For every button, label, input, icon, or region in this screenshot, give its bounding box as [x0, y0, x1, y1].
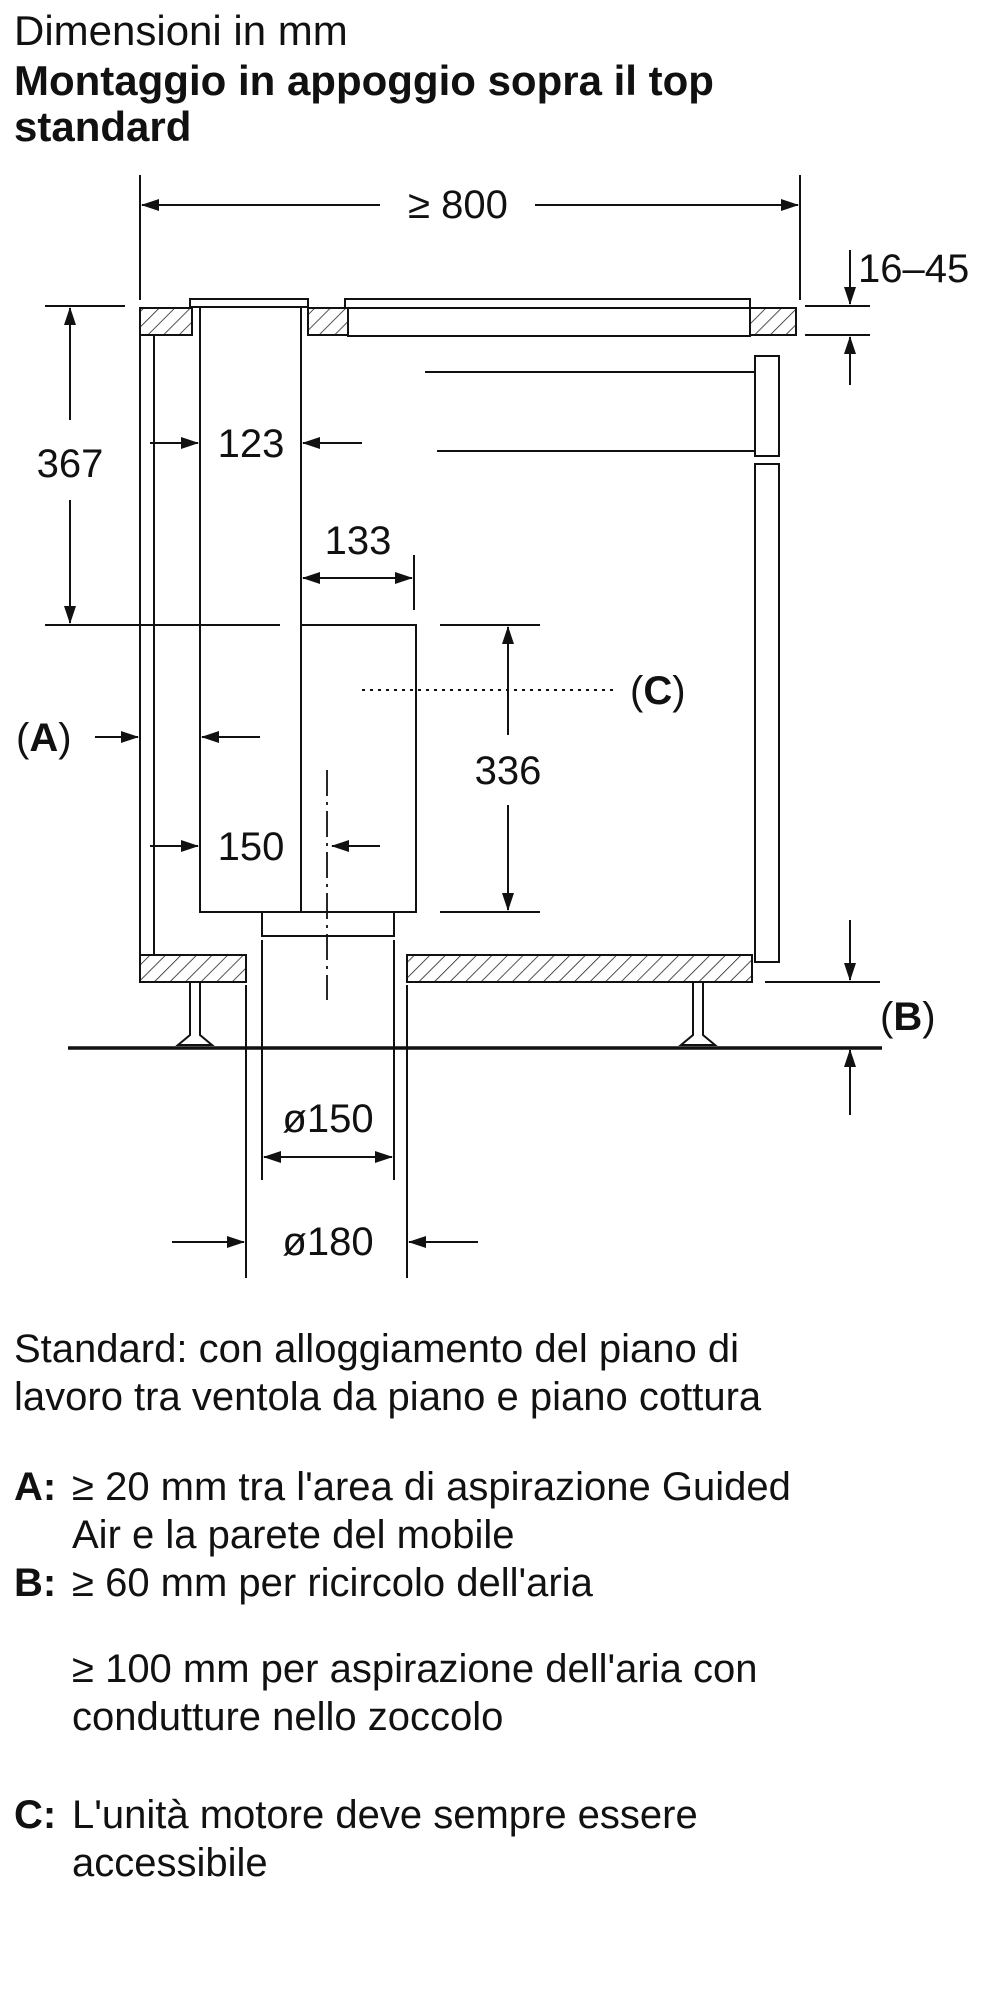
diagram-title-line2: standard [14, 103, 192, 150]
note-a: A: ≥ 20 mm tra l'area di aspirazione Gui… [14, 1463, 984, 1559]
cooktop-glass-top [344, 298, 751, 309]
note-b-extra: ≥ 100 mm per aspirazione dell'aria con c… [14, 1645, 984, 1741]
worktop-right [749, 307, 797, 336]
callout-b: (B) [880, 995, 936, 1039]
note-a-line2: Air e la parete del mobile [72, 1513, 515, 1557]
dim-367-label: 367 [37, 442, 104, 486]
dim-worktop-thickness-label: 16–45 [858, 247, 969, 291]
dim-150-label: 150 [218, 825, 285, 869]
dim-dia150-label: ø150 [282, 1097, 373, 1141]
diagram-title-line1: Montaggio in appoggio sopra il top [14, 57, 714, 104]
note-b2-line1: ≥ 100 mm per aspirazione dell'aria con [72, 1647, 758, 1691]
drawer-front [754, 355, 780, 457]
motor-outlet [261, 911, 395, 937]
callout-a: (A) [16, 716, 72, 760]
standard-description-line1: Standard: con alloggiamento del piano di [14, 1327, 739, 1371]
cabinet-leg-right [678, 981, 718, 1046]
dim-dia180-label: ø180 [282, 1220, 373, 1264]
note-b-key: B: [14, 1561, 57, 1605]
standard-description-line2: lavoro tra ventola da piano e piano cott… [14, 1375, 762, 1419]
note-b: B: ≥ 60 mm per ricircolo dell'aria [14, 1559, 984, 1607]
worktop-left [139, 307, 193, 336]
note-c-key: C: [14, 1793, 57, 1837]
diagram-title-units: Dimensioni in mm [14, 7, 348, 54]
note-b-line1: ≥ 60 mm per ricircolo dell'aria [72, 1561, 593, 1605]
cabinet-door [754, 463, 780, 963]
note-a-key: A: [14, 1465, 57, 1509]
note-a-line1: ≥ 20 mm tra l'area di aspirazione Guided [72, 1465, 791, 1509]
cabinet-leg-left [175, 981, 215, 1046]
cooktop-panel [347, 305, 751, 337]
cabinet-wall-left [139, 334, 155, 956]
note-c-line1: L'unità motore deve sempre essere [72, 1793, 698, 1837]
duct-column [199, 306, 302, 913]
dim-123-label: 123 [218, 422, 285, 466]
note-b2-line2: condutture nello zoccolo [72, 1695, 504, 1739]
worktop-middle [307, 307, 349, 336]
cabinet-bottom-left [139, 954, 247, 983]
installation-drawing: ≥ 800 16–45 367 123 133 336 150 ø150 ø18… [16, 175, 969, 1278]
note-c: C: L'unità motore deve sempre essere acc… [14, 1791, 984, 1887]
motor-unit [300, 624, 417, 913]
dim-133-label: 133 [325, 519, 392, 563]
note-c-line2: accessibile [72, 1841, 268, 1885]
callout-c: (C) [630, 669, 686, 713]
dim-336-label: 336 [475, 749, 542, 793]
cabinet-bottom-right [406, 954, 753, 983]
dim-width-label: ≥ 800 [408, 183, 508, 227]
extractor-grille [189, 298, 309, 308]
